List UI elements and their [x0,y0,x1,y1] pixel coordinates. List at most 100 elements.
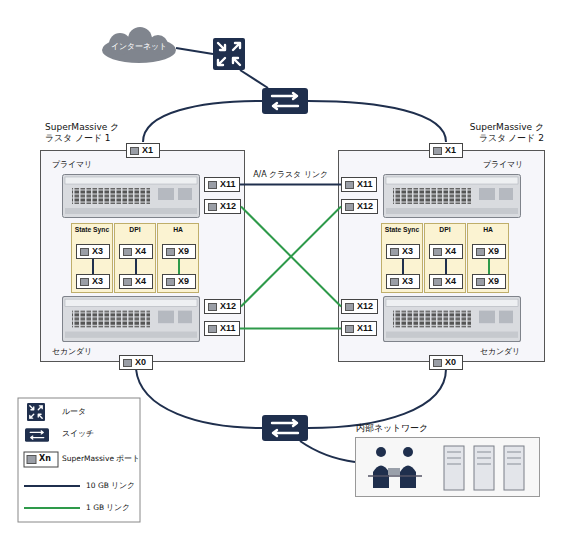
internet-cloud: インターネット [100,30,178,64]
port-box: X11 [341,177,377,192]
drawing-part [176,48,213,54]
port-box: X3 [76,244,110,259]
appliance-chassis [63,175,521,342]
port-icon [123,278,132,286]
node-label: State Sync [72,224,112,234]
node-label: X0 [445,358,456,367]
port-box: X12 [341,299,378,314]
drawing-part [63,297,200,342]
cluster-node-box: SuperMassive クラスタ ノード 1X1X11X12State Syn… [40,150,245,362]
port-box: X1 [126,143,160,158]
people-icon [368,447,422,488]
node-label: X3 [402,247,413,256]
link-label: A/A クラスタ リンク [251,170,330,180]
legend-text: 1 GB リンク [86,503,131,512]
drawing-part [403,447,413,457]
drawing-part [27,403,45,421]
port-box: X9 [162,274,196,289]
drawing-part [27,456,36,464]
node-label: SuperMassive クラスタ ノード 1 [45,122,127,145]
drawing-part [143,101,262,142]
port-box: X12 [341,199,378,214]
role-label: セカンダリ [52,347,92,357]
port-box: X11 [204,321,240,336]
internal-network-box: 内部ネットワーク [355,437,540,497]
link-line [92,259,94,274]
node-label: X11 [220,180,236,189]
node-label: X4 [135,247,146,256]
node-label: X4 [445,277,456,286]
node-label: X11 [357,180,373,189]
port-box: X9 [472,244,506,259]
server-icon [444,446,524,490]
switch-icon [262,88,308,114]
link-line [402,259,404,274]
port-box: X0 [429,355,463,370]
link-line [135,259,137,274]
port-icon [123,359,132,367]
port-box: X4 [429,274,463,289]
port-icon [208,181,217,189]
port-box: X12 [204,199,241,214]
node-label: State Sync [382,224,422,234]
port-box: X11 [204,177,240,192]
node-label: X12 [220,302,236,311]
link-group-box: DPIX4X4 [424,223,466,293]
node-label: DPI [425,224,465,234]
drawing-part [18,398,140,522]
port-icon [130,147,139,155]
ring-links [136,48,446,462]
drawing-part [300,441,355,462]
legend-box [18,398,140,522]
node-label: X1 [142,146,153,155]
port-icon [390,278,399,286]
node-label: X4 [445,247,456,256]
node-label: SuperMassive クラスタ ノード 2 [462,122,544,145]
legend-text: 10 GB リンク [86,481,135,490]
link-line [240,328,341,330]
port-box: X3 [386,274,420,289]
port-icon [476,248,485,256]
port-icon [166,248,175,256]
node-label: X11 [220,324,236,333]
link-group-box: DPIX4X4 [114,223,156,293]
node-label: X11 [357,324,373,333]
port-box: X9 [162,244,196,259]
port-box: X11 [341,321,377,336]
node-label: DPI [115,224,155,234]
router-icon [213,38,245,70]
port-icon [208,203,217,211]
port-box: X3 [76,274,110,289]
node-label: X1 [445,146,456,155]
drawing-part [308,101,446,142]
port-icon [208,325,217,333]
link-line [240,184,341,186]
drawing-part [355,437,540,497]
drawing-part [25,428,49,442]
port-box: X4 [119,244,153,259]
drawing-part [388,468,400,475]
port-icon [433,359,442,367]
port-box: X4 [119,274,153,289]
port-box: X12 [204,299,241,314]
port-box: X9 [472,274,506,289]
legend-text: スイッチ [62,429,94,438]
drawing-part [384,297,521,342]
port-icon [433,278,442,286]
port-icon [433,147,442,155]
node-label: X4 [135,277,146,286]
switch-icon [262,415,308,441]
port-icon [123,248,132,256]
role-label: プライマリ [483,160,523,170]
link-group-box: State SyncX3X3 [381,223,423,293]
cluster-node-box: SuperMassive クラスタ ノード 2X1X11X12State Syn… [338,150,545,362]
link-group-box: HAX9X9 [157,223,199,293]
node-label: X12 [357,202,373,211]
node-label: X12 [220,202,236,211]
port-icon [345,203,354,211]
drawing-part [136,369,262,428]
node-label: X9 [488,277,499,286]
port-icon [390,248,399,256]
node-label: X9 [178,277,189,286]
drawing-part [376,447,386,457]
